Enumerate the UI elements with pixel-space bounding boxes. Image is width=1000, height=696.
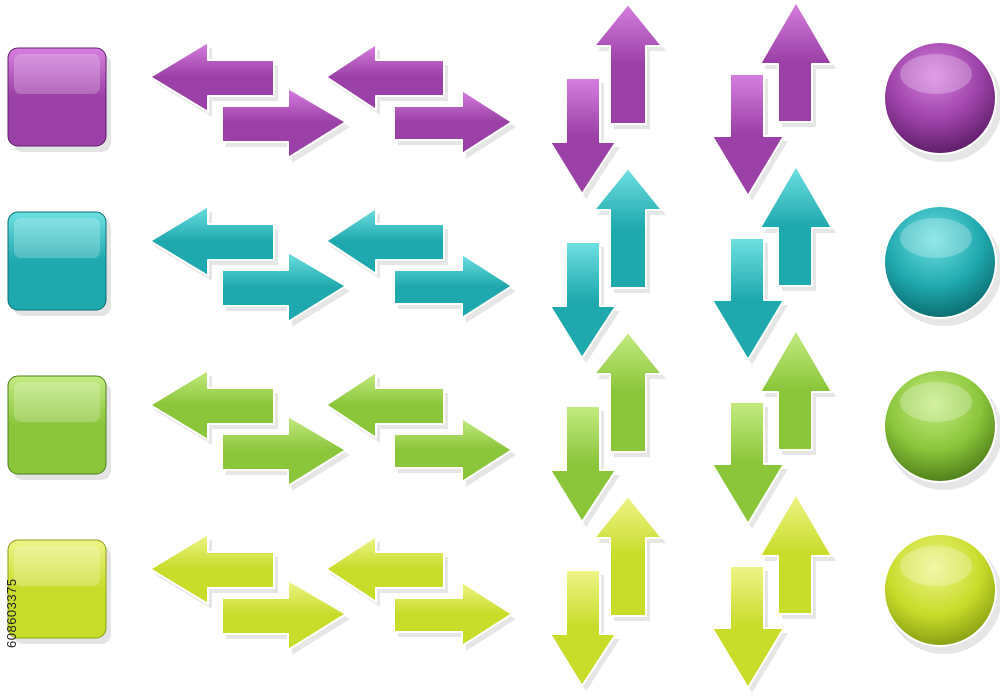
round-button-icon	[883, 41, 997, 155]
icon-row-purple	[7, 1, 1000, 201]
up-arrow-icon	[759, 165, 833, 287]
up-arrow-icon	[759, 1, 833, 123]
up-arrow-icon	[593, 167, 663, 289]
down-arrow-icon	[711, 401, 785, 525]
down-arrow-icon	[711, 565, 785, 689]
icon-row-green	[7, 329, 1000, 529]
right-arrow-icon	[221, 87, 347, 159]
left-arrow-icon	[149, 369, 275, 441]
up-arrow-icon	[593, 495, 663, 617]
right-arrow-icon	[221, 251, 347, 323]
left-arrow-icon	[325, 207, 445, 275]
round-button-icon	[883, 369, 997, 483]
right-arrow-icon	[393, 253, 513, 319]
square-button-icon	[7, 211, 107, 311]
up-arrow-icon	[759, 493, 833, 615]
square-button-icon	[7, 375, 107, 475]
square-button-icon	[7, 47, 107, 147]
left-arrow-icon	[149, 41, 275, 113]
down-arrow-icon	[549, 241, 617, 359]
left-arrow-icon	[325, 43, 445, 111]
icon-row-teal	[7, 165, 1000, 365]
down-arrow-icon	[711, 237, 785, 361]
up-arrow-icon	[593, 331, 663, 453]
right-arrow-icon	[393, 89, 513, 155]
stock-id-label: 608603375	[4, 458, 20, 648]
right-arrow-icon	[221, 579, 347, 651]
down-arrow-icon	[549, 405, 617, 523]
down-arrow-icon	[711, 73, 785, 197]
up-arrow-icon	[593, 3, 663, 125]
left-arrow-icon	[325, 371, 445, 439]
up-arrow-icon	[759, 329, 833, 451]
down-arrow-icon	[549, 569, 617, 687]
right-arrow-icon	[393, 581, 513, 647]
icon-row-yellow	[7, 493, 1000, 693]
left-arrow-icon	[149, 533, 275, 605]
left-arrow-icon	[149, 205, 275, 277]
left-arrow-icon	[325, 535, 445, 603]
down-arrow-icon	[549, 77, 617, 195]
right-arrow-icon	[221, 415, 347, 487]
round-button-icon	[883, 533, 997, 647]
right-arrow-icon	[393, 417, 513, 483]
round-button-icon	[883, 205, 997, 319]
square-button-icon	[7, 539, 107, 639]
stock-id-text: 608603375	[4, 578, 19, 648]
